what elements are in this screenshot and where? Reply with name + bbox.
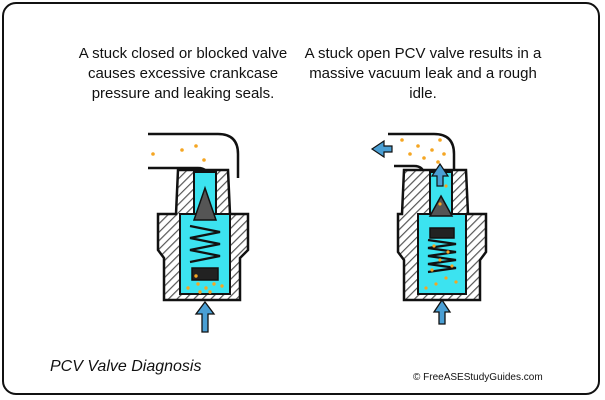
plunger-tip: [192, 185, 218, 221]
stuck-closed-valve: [148, 132, 250, 333]
airflow-arrow-up: [432, 298, 452, 325]
diagram-title: PCV Valve Diagnosis: [50, 358, 202, 375]
oil-vapor-droplets: [151, 144, 224, 294]
valve-spring: [427, 238, 457, 274]
valve-spring: [189, 224, 221, 264]
plunger-tip: [428, 194, 454, 217]
stuck-open-valve: [370, 132, 488, 325]
intake-hose: [388, 132, 456, 178]
vacuum-leak-arrow-up: [430, 162, 450, 187]
blocked-airflow-arrow: [194, 300, 216, 333]
diagram-frame: [2, 2, 600, 395]
plunger-base: [429, 227, 455, 239]
oil-vapor-droplets: [400, 138, 458, 290]
intake-hose: [148, 132, 240, 178]
plunger-base: [191, 267, 219, 281]
stuck-open-caption: A stuck open PCV valve results in a mass…: [304, 45, 542, 102]
vacuum-leak-arrow-left: [370, 139, 393, 159]
copyright-credit: © FreeASEStudyGuides.com: [413, 372, 543, 383]
stuck-closed-caption: A stuck closed or blocked valve causes e…: [78, 45, 288, 102]
